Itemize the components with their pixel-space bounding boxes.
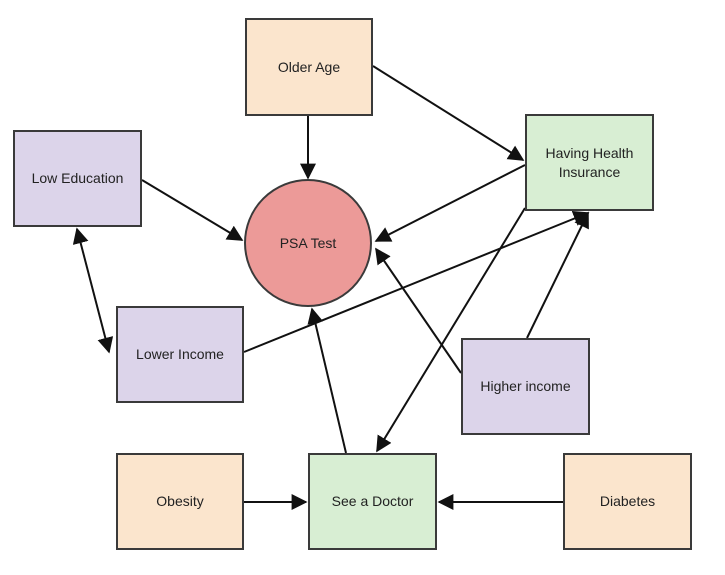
node-label: Diabetes [599,493,656,510]
edge-lower-income-to-health-insurance [243,210,590,353]
node-label: Lower Income [136,346,224,363]
edge-older-age-to-health-insurance [372,65,525,161]
node-label: PSA Test [279,234,337,251]
edge-health-insurance-to-psa-test [374,164,526,242]
edge-low-education-to-psa-test [141,179,244,241]
node-label: Low Education [31,170,124,187]
node-older-age: Older Age [245,18,373,116]
edge-higher-income-to-psa-test [375,247,462,374]
node-label: Older Age [277,58,341,75]
edge-see-doctor-to-psa-test [307,307,347,454]
node-diabetes: Diabetes [563,453,692,550]
node-lower-income: Lower Income [116,306,244,403]
edge-higher-income-to-health-insurance [526,211,589,339]
node-obesity: Obesity [116,453,244,550]
node-low-education: Low Education [13,130,142,227]
node-label: See a Doctor [331,493,414,510]
node-label: Higher income [480,378,571,395]
node-label: Obesity [156,493,204,510]
node-label: Having Health Insurance [545,144,634,180]
edge-low-education-to-lower-income [72,227,114,354]
node-see-a-doctor: See a Doctor [308,453,437,550]
node-higher-income: Higher income [461,338,590,435]
node-having-health-insurance: Having Health Insurance [525,114,654,211]
node-psa-test: PSA Test [244,179,372,307]
